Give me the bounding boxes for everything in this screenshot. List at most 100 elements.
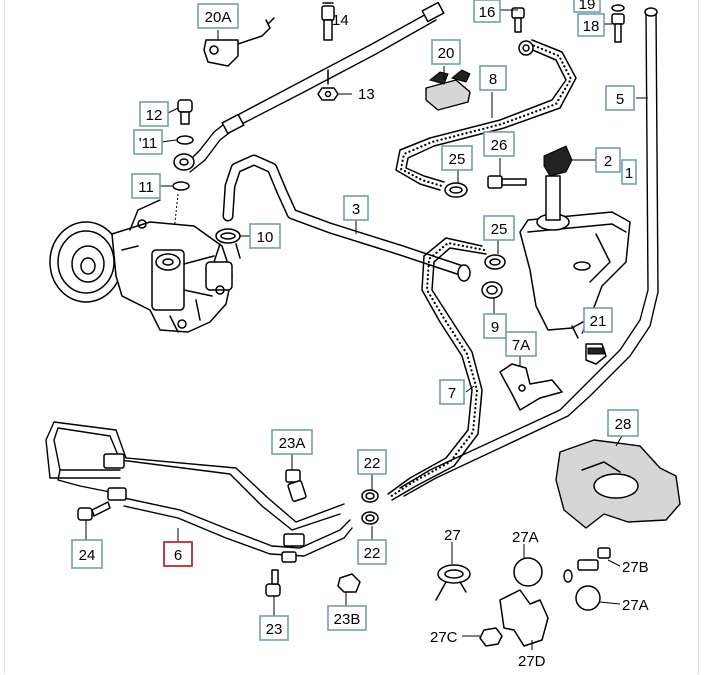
callout-11-upper-label: '11 (139, 135, 157, 152)
callout-7[interactable]: 7 (439, 379, 465, 405)
callout-14-label: 14 (332, 12, 349, 29)
callout-20[interactable]: 20 (431, 39, 461, 65)
part-22-upper-clamp-drawing (361, 489, 379, 503)
callout-13-label: 13 (358, 86, 375, 103)
callout-27d-label: 27D (518, 653, 546, 670)
part-27a-grommet-drawing (513, 557, 601, 611)
part-22-lower-clamp-drawing (361, 511, 379, 525)
callout-21-label: 21 (590, 313, 607, 330)
callout-25-lower[interactable]: 25 (483, 215, 515, 241)
callout-16-label: 16 (479, 4, 496, 21)
part-27b-bolt-drawing (563, 547, 611, 583)
callout-20a-label: 20A (205, 9, 232, 26)
callout-12[interactable]: 12 (139, 101, 169, 127)
callout-14[interactable]: 14 (332, 12, 349, 29)
callout-3[interactable]: 3 (343, 195, 369, 221)
part-21-cap-drawing (585, 343, 607, 365)
callout-18[interactable]: 18 (577, 13, 605, 37)
callout-11-upper[interactable]: '11 (133, 129, 163, 155)
callout-2-label: 2 (604, 153, 612, 170)
callout-13[interactable]: 13 (358, 86, 375, 103)
part-23-bolt-drawing (265, 569, 281, 597)
part-14-bolt-drawing (321, 2, 335, 41)
callout-20a[interactable]: 20A (197, 3, 239, 29)
callout-23b[interactable]: 23B (327, 605, 367, 631)
callout-25-upper-label: 25 (449, 151, 466, 168)
callout-19[interactable]: 19 (573, 0, 601, 13)
callout-3-label: 3 (352, 201, 360, 218)
callout-7a-label: 7A (512, 337, 530, 354)
callout-28[interactable]: 28 (607, 409, 639, 437)
callout-27c[interactable]: 27C (430, 629, 458, 646)
part-25-upper-clamp-drawing (444, 182, 468, 198)
part-7a-bracket-drawing (499, 363, 563, 411)
part-20a-bracket-drawing (203, 17, 275, 67)
callout-2[interactable]: 2 (595, 147, 621, 173)
callout-27c-label: 27C (430, 629, 458, 646)
callout-19-label: 19 (579, 0, 596, 13)
callout-6-selected[interactable]: 6 (163, 541, 193, 567)
part-13-nut-drawing (317, 69, 339, 101)
callout-23a-label: 23A (279, 435, 306, 452)
callout-27a-top[interactable]: 27A (512, 529, 539, 546)
part-reservoir-drawing (519, 145, 631, 339)
callout-27a-side[interactable]: 27A (622, 597, 649, 614)
callout-1-label: 1 (625, 165, 633, 182)
callout-27-label: 27 (444, 527, 461, 544)
callout-11-lower[interactable]: 11 (131, 173, 161, 199)
callout-23-label: 23 (266, 621, 283, 638)
callout-1[interactable]: 1 (621, 159, 637, 185)
part-16-bolt-drawing (511, 7, 525, 33)
callout-27a-side-label: 27A (622, 597, 649, 614)
callout-25-upper[interactable]: 25 (441, 145, 473, 171)
callout-27b-label: 27B (622, 559, 649, 576)
part-11-washers-drawing (171, 135, 195, 251)
callout-16[interactable]: 16 (473, 0, 501, 23)
callout-24[interactable]: 24 (71, 539, 103, 569)
callout-23b-label: 23B (334, 611, 361, 628)
callout-22-lower[interactable]: 22 (357, 539, 387, 565)
callout-26[interactable]: 26 (483, 131, 515, 157)
callout-27d[interactable]: 27D (518, 653, 546, 670)
part-24-bolt-drawing (77, 501, 111, 521)
part-28-heat-shield-drawing (555, 439, 681, 529)
part-3-suction-hose-drawing (222, 154, 471, 282)
part-9-clamp-drawing (481, 281, 503, 299)
part-25-lower-clamp-drawing (484, 254, 506, 270)
callout-22-upper[interactable]: 22 (357, 449, 387, 475)
callout-23a[interactable]: 23A (271, 429, 313, 455)
callout-9-label: 9 (491, 319, 499, 336)
part-26-bolt-drawing (487, 175, 527, 189)
callout-18-label: 18 (583, 18, 600, 35)
callout-26-label: 26 (491, 137, 508, 154)
callout-22-upper-label: 22 (364, 455, 381, 472)
callout-21[interactable]: 21 (583, 307, 613, 333)
callout-27b[interactable]: 27B (622, 559, 649, 576)
callout-10[interactable]: 10 (249, 223, 281, 249)
callout-22-lower-label: 22 (364, 545, 381, 562)
part-upper-pressure-pipe-drawing (184, 1, 445, 173)
callout-5[interactable]: 5 (605, 85, 635, 111)
callout-9[interactable]: 9 (483, 313, 507, 339)
callout-25-lower-label: 25 (491, 221, 508, 238)
callout-27a-top-label: 27A (512, 529, 539, 546)
callout-27[interactable]: 27 (444, 527, 461, 544)
callout-6-label: 6 (174, 547, 182, 564)
part-power-steering-pump-drawing (49, 199, 233, 333)
callout-23[interactable]: 23 (259, 615, 289, 641)
part-12-banjo-bolt-drawing (177, 99, 193, 125)
callout-8[interactable]: 8 (479, 65, 507, 91)
callout-24-label: 24 (79, 547, 96, 564)
callout-20-label: 20 (438, 45, 455, 62)
callout-5-label: 5 (616, 91, 624, 108)
part-27-clamp-drawing (435, 564, 471, 601)
callout-7a[interactable]: 7A (505, 331, 537, 357)
part-18-bolt-drawing (611, 4, 625, 43)
part-7-return-hose-drawing (387, 237, 487, 501)
part-23a-fitting-drawing (285, 469, 307, 502)
callout-10-label: 10 (257, 229, 274, 246)
part-27c-nut-drawing (479, 627, 503, 647)
callout-28-label: 28 (615, 416, 632, 433)
